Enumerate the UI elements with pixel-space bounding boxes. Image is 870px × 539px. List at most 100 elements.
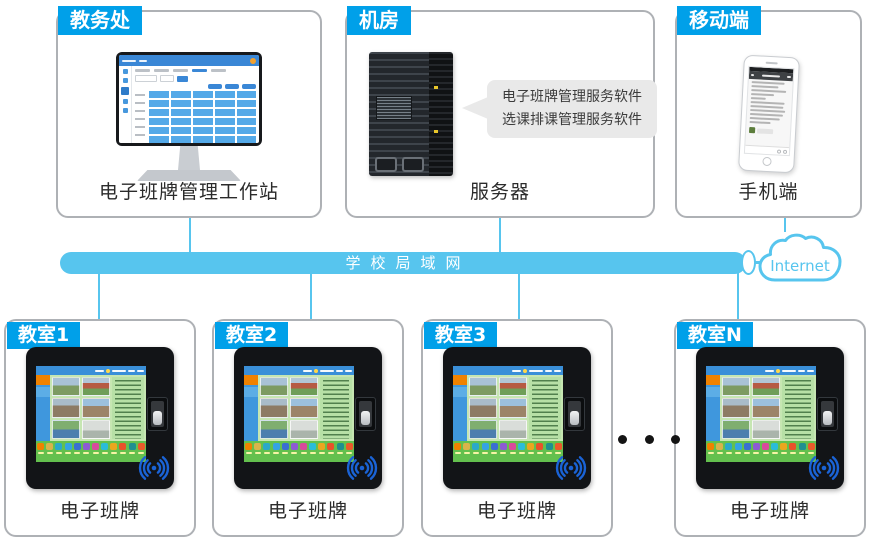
app-icon-label [300, 452, 307, 454]
classroom-tag: 教室3 [424, 322, 498, 349]
monitor-app-tabs [135, 69, 256, 72]
app-icon [463, 443, 471, 450]
class-card-device [443, 347, 591, 489]
app-icon-label [799, 452, 806, 454]
phone-message-body [745, 79, 792, 147]
class-card-label: 电子班牌 [729, 500, 810, 522]
device-statusbar [36, 366, 146, 375]
monitor-stand-neck [178, 146, 200, 170]
class-card-label: 电子班牌 [267, 500, 348, 522]
app-icon [101, 443, 109, 450]
app-icon-label [491, 452, 498, 454]
app-icon [472, 443, 480, 450]
app-icon [64, 443, 72, 450]
avatar [250, 57, 256, 64]
app-icon-label [735, 452, 742, 454]
device-dock [453, 441, 563, 462]
device-dock [706, 441, 816, 462]
monitor-app-ui [119, 55, 259, 143]
academic-office-box: 教务处 [56, 6, 322, 218]
app-icon-label [273, 452, 280, 454]
app-icon [743, 443, 751, 450]
app-icon-label [46, 452, 53, 454]
device-news-panel [782, 377, 814, 439]
app-icon-label [92, 452, 99, 454]
app-icon [481, 443, 489, 450]
lan-connector-line [189, 216, 191, 253]
app-icon-label [771, 452, 778, 454]
app-icon [454, 443, 462, 450]
app-icon-label [482, 452, 489, 454]
app-icon [499, 443, 507, 450]
app-icon-label [518, 452, 525, 454]
server-room-box: 机房 电子班牌管理服务软件 选课排课管理服务软件 服务器 [345, 6, 657, 218]
workstation-label: 电子班牌管理工作站 [98, 181, 279, 203]
app-icon-label [780, 452, 787, 454]
app-icon [762, 443, 770, 450]
app-icon [725, 443, 733, 450]
app-icon-label [555, 452, 562, 454]
device-screen [36, 366, 146, 462]
app-icon [92, 443, 100, 450]
app-icon [490, 443, 498, 450]
speech-bubble: 电子班牌管理服务软件 选课排课管理服务软件 [462, 80, 657, 138]
phone-home-button [761, 156, 771, 167]
device-news-panel [320, 377, 352, 439]
classroom-box: 教室3 [421, 319, 613, 537]
device-sidebar [706, 375, 720, 441]
app-icon [309, 443, 317, 450]
lan-bar: 学校局域网 [60, 252, 746, 274]
monitor-app-toolbar [135, 75, 256, 82]
monitor-screen [116, 52, 262, 146]
internet-label: Internet [770, 257, 830, 275]
classroom-box: 教室N [674, 319, 866, 537]
internet-connector-line [784, 216, 786, 232]
app-icon-label [110, 452, 117, 454]
classroom-tag: 教室2 [215, 322, 289, 349]
app-icon-label [327, 452, 334, 454]
server-vent-grid [376, 96, 412, 120]
app-icon-label [129, 452, 136, 454]
device-news-panel [529, 377, 561, 439]
app-icon-label [753, 452, 760, 454]
lan-connector-line [518, 273, 520, 320]
nfc-wave-icon [138, 456, 170, 480]
device-screen [244, 366, 354, 462]
app-icon-label [309, 452, 316, 454]
server-side-panel [429, 52, 453, 176]
app-icon [780, 443, 788, 450]
weather-icon [314, 368, 318, 373]
mobile-tag: 移动端 [677, 6, 761, 35]
app-icon-label [65, 452, 72, 454]
app-icon-label [707, 452, 714, 454]
device-sidebar [453, 375, 467, 441]
app-icon [318, 443, 326, 450]
device-photo-grid [50, 375, 112, 441]
mobile-box: 移动端 [675, 6, 862, 218]
bubble-line: 电子班牌管理服务软件 [502, 89, 642, 105]
app-icon-label [291, 452, 298, 454]
device-statusbar [706, 366, 816, 375]
device-photo-grid [720, 375, 782, 441]
phone-screen [743, 65, 794, 157]
app-icon-label [509, 452, 516, 454]
phone-label: 手机端 [738, 181, 799, 203]
app-icon-label [83, 452, 90, 454]
lan-connector-line [310, 273, 312, 320]
classroom-tag: 教室N [677, 322, 753, 349]
app-icon [789, 443, 797, 450]
fingerprint-scanner [817, 397, 838, 431]
phone-input-bar [744, 144, 789, 156]
app-icon [82, 443, 90, 450]
app-icon [716, 443, 724, 450]
monitor-app-buttons [135, 84, 256, 89]
nfc-wave-icon [555, 456, 587, 480]
app-icon-label [527, 452, 534, 454]
bubble-line: 选课排课管理服务软件 [502, 112, 642, 128]
app-icon-label [337, 452, 344, 454]
app-icon [807, 443, 815, 450]
app-icon [327, 443, 335, 450]
app-icon [300, 443, 308, 450]
app-icon [245, 443, 253, 450]
device-screen [453, 366, 563, 462]
